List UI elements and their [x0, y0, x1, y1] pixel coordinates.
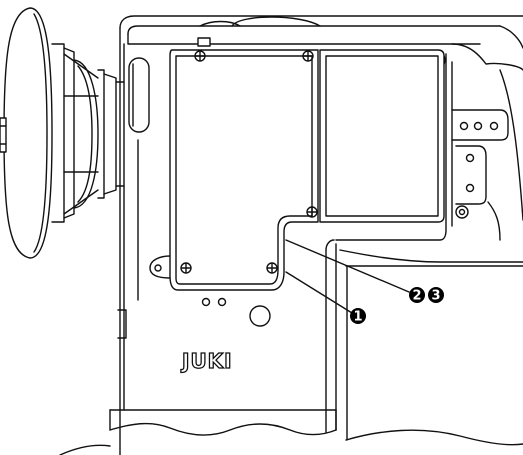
- machine-arm-body: [117, 15, 523, 455]
- face-cover-plate: [149, 49, 319, 291]
- callout-2: 2: [409, 287, 425, 304]
- brand-logo: JUKI: [180, 349, 233, 373]
- lower-arm-details: [59, 297, 523, 455]
- callout-1-label: 1: [353, 310, 362, 325]
- callout-leader-lines: [285, 239, 410, 314]
- callout-3-label: 3: [431, 289, 440, 304]
- callout-3: 3: [428, 287, 444, 304]
- handwheel: [0, 7, 125, 259]
- callout-1: 1: [350, 308, 366, 325]
- callout-2-label: 2: [412, 289, 421, 304]
- side-cover-plate: [306, 49, 445, 223]
